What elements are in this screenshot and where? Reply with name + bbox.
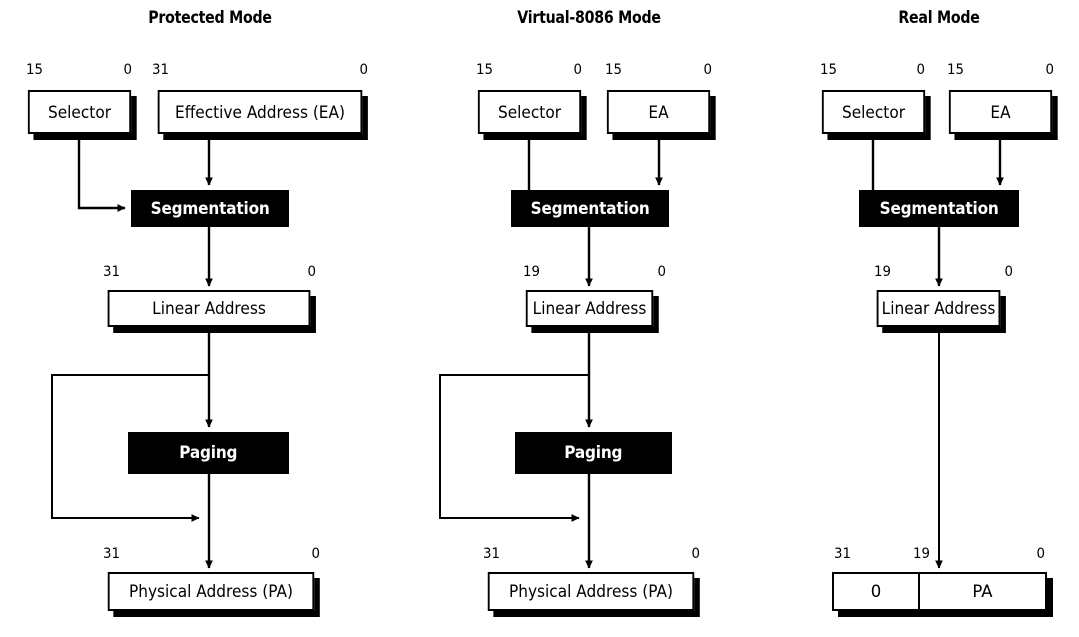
bit-label-selector-lsb-c3: 0 [916, 62, 925, 78]
box-segmentation-label-c1: Segmentation [150, 198, 270, 219]
physical-split-pa-field-c3: PA [972, 582, 993, 601]
box-selector-c1: Selector [27, 90, 132, 134]
bit-label-ea-lsb-c2: 0 [703, 62, 712, 78]
box-paging-label-c2: Paging [564, 443, 623, 463]
box-paging-c1: Paging [128, 432, 289, 474]
box-paging-c2: Paging [515, 432, 672, 474]
box-effective-address-c1: Effective Address (EA) [157, 90, 363, 134]
box-segmentation-c2: Segmentation [511, 190, 669, 227]
bit-label-selector-msb-c2: 15 [476, 62, 493, 78]
bit-label-physical-msb-c3: 31 [834, 546, 851, 562]
box-linear-address-c3: Linear Address [876, 290, 1001, 327]
bit-label-selector-lsb-c1: 0 [123, 62, 132, 78]
bit-label-ea-lsb-c3: 0 [1045, 62, 1054, 78]
column-title-real-mode: Real Mode [898, 8, 980, 27]
bit-label-physical-mid-c3: 19 [913, 546, 930, 562]
box-physical-address-split-c3: 0 PA [832, 572, 1047, 611]
arrow-selector-to-segmentation-c1 [77, 136, 126, 212]
bit-label-physical-msb-c1: 31 [103, 546, 120, 562]
bit-label-linear-lsb-c1: 0 [307, 264, 316, 280]
column-title-virtual-8086-mode: Virtual-8086 Mode [517, 8, 661, 27]
bit-label-linear-lsb-c2: 0 [657, 264, 666, 280]
bit-label-ea-msb-c1: 31 [152, 62, 169, 78]
box-effective-address-c2: EA [606, 90, 711, 134]
bit-label-physical-lsb-c3: 0 [1036, 546, 1045, 562]
bit-label-selector-msb-c1: 15 [26, 62, 43, 78]
bit-label-ea-msb-c2: 15 [605, 62, 622, 78]
bit-label-linear-msb-c2: 19 [523, 264, 540, 280]
box-physical-address-c2: Physical Address (PA) [487, 572, 695, 611]
bit-label-ea-msb-c3: 15 [947, 62, 964, 78]
bit-label-linear-msb-c1: 31 [103, 264, 120, 280]
bit-label-linear-msb-c3: 19 [874, 264, 891, 280]
box-paging-label-c1: Paging [179, 443, 238, 463]
box-segmentation-c3: Segmentation [859, 190, 1019, 227]
box-segmentation-label-c3: Segmentation [879, 198, 999, 219]
bit-label-selector-msb-c3: 15 [820, 62, 837, 78]
box-effective-address-c3: EA [948, 90, 1053, 134]
physical-split-zero-field-c3: 0 [834, 574, 920, 609]
box-physical-address-c1: Physical Address (PA) [107, 572, 315, 611]
bit-label-physical-msb-c2: 31 [483, 546, 500, 562]
bit-label-linear-lsb-c3: 0 [1004, 264, 1013, 280]
box-linear-address-c2: Linear Address [525, 290, 654, 327]
column-title-protected-mode: Protected Mode [148, 8, 272, 27]
box-selector-c2: Selector [477, 90, 582, 134]
bit-label-physical-lsb-c1: 0 [311, 546, 320, 562]
box-selector-c3: Selector [821, 90, 926, 134]
box-segmentation-c1: Segmentation [131, 190, 289, 227]
box-linear-address-c1: Linear Address [107, 290, 311, 327]
bit-label-physical-lsb-c2: 0 [691, 546, 700, 562]
bit-label-selector-lsb-c2: 0 [573, 62, 582, 78]
bit-label-ea-lsb-c1: 0 [359, 62, 368, 78]
box-segmentation-label-c2: Segmentation [530, 198, 650, 219]
